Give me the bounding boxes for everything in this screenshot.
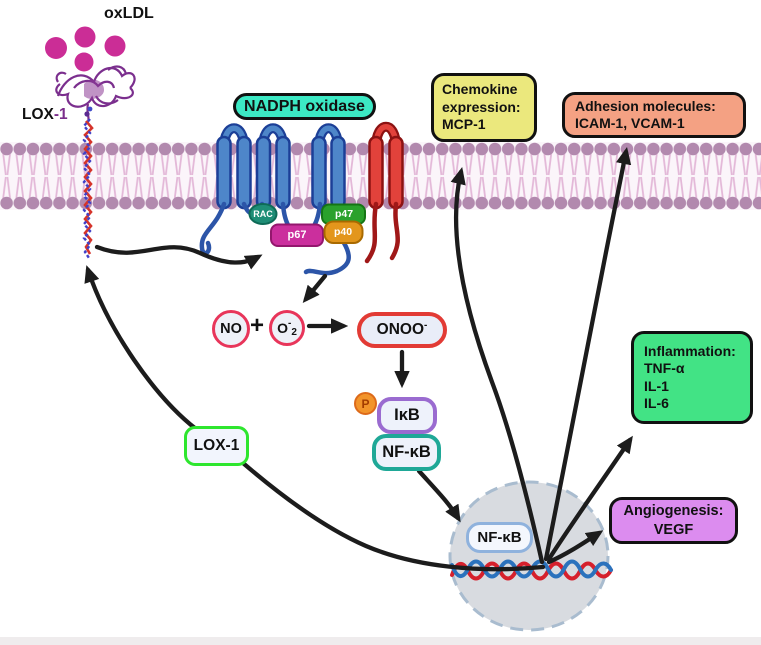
lox1-label-main: LOX [22, 106, 54, 123]
angiogenesis-line-1: Angiogenesis: [623, 503, 724, 520]
onoo-base: ONOO [376, 321, 425, 338]
onoo-molecule: ONOO- [357, 312, 447, 348]
angiogenesis-line-2: VEGF [653, 521, 694, 538]
arrow-hub-to-angiogenesis [546, 530, 604, 565]
phosphate-badge: P [354, 392, 377, 415]
adhesion-line-2: ICAM-1, VCAM-1 [575, 115, 685, 131]
o2-sup: - [287, 317, 292, 329]
image-bottom-edge [0, 637, 761, 645]
arrow-hub-to-lox1-box [240, 460, 546, 572]
arrow-nadph-to-superoxide [302, 273, 328, 303]
adhesion-line-1: Adhesion molecules: [575, 97, 716, 114]
chemokine-line-1: Chemokine [442, 81, 518, 98]
arrow-nfkb-to-nucleus [416, 468, 461, 523]
arrow-hub-to-adhesion [543, 146, 632, 562]
p40-shape [323, 220, 364, 244]
nfkb-nucleus-protein: NF-κB [466, 522, 533, 553]
nadph-subunits [248, 203, 366, 247]
p67-label: p67 [287, 229, 307, 241]
plus-sign: + [250, 312, 265, 339]
o2-sub: 2 [291, 326, 297, 338]
no-molecule: NO [212, 310, 250, 348]
ikb-protein: IκB [377, 397, 437, 434]
chemokine-line-2: expression: [442, 98, 521, 115]
nucleus [448, 480, 613, 632]
rac-label: RAC [253, 209, 273, 219]
onoo-sup: - [424, 319, 428, 331]
arrow-lox1-box-to-receptor [84, 265, 199, 432]
inflammation-line-1: Inflammation: [644, 342, 736, 359]
arrow-hub-to-chemokine [450, 166, 545, 565]
receptor-stalk-red [83, 120, 94, 255]
lox1-label-suffix: -1 [53, 106, 68, 123]
inflammation-line-3: IL-1 [644, 377, 669, 394]
inflammation-outcome-box: Inflammation: TNF-α IL-1 IL-6 [631, 331, 753, 424]
adhesion-outcome-box: Adhesion molecules: ICAM-1, VCAM-1 [562, 92, 746, 138]
lox1-receptor-label: LOX-1 [22, 106, 68, 124]
arrow-receptor-to-p67 [94, 244, 263, 270]
arrows [84, 146, 633, 572]
chemokine-outcome-box: Chemokine expression: MCP-1 [431, 73, 537, 142]
lox1-receptor-graphic [45, 26, 136, 259]
cytosolic-tails [199, 201, 400, 276]
chemokine-line-3: MCP-1 [442, 116, 486, 133]
arrow-hub-to-inflammation [546, 435, 633, 562]
rac-shape [248, 203, 278, 225]
p40-label: p40 [333, 226, 353, 238]
p47-label: p47 [334, 208, 354, 220]
superoxide-molecule: O-2 [269, 310, 305, 346]
inflammation-line-2: TNF-α [644, 360, 685, 376]
o2-base: O [277, 320, 288, 336]
nfkb-protein: NF-κB [372, 434, 441, 471]
angiogenesis-outcome-box: Angiogenesis: VEGF [609, 497, 738, 544]
nadph-oxidase-label: NADPH oxidase [233, 93, 376, 120]
p67-shape [270, 223, 324, 247]
inflammation-line-4: IL-6 [644, 395, 669, 411]
receptor-stalk-blue [82, 118, 92, 259]
oxldl-particles [45, 26, 126, 72]
oxldl-label: oxLDL [104, 5, 154, 22]
lox1-gene-box: LOX-1 [184, 426, 249, 466]
